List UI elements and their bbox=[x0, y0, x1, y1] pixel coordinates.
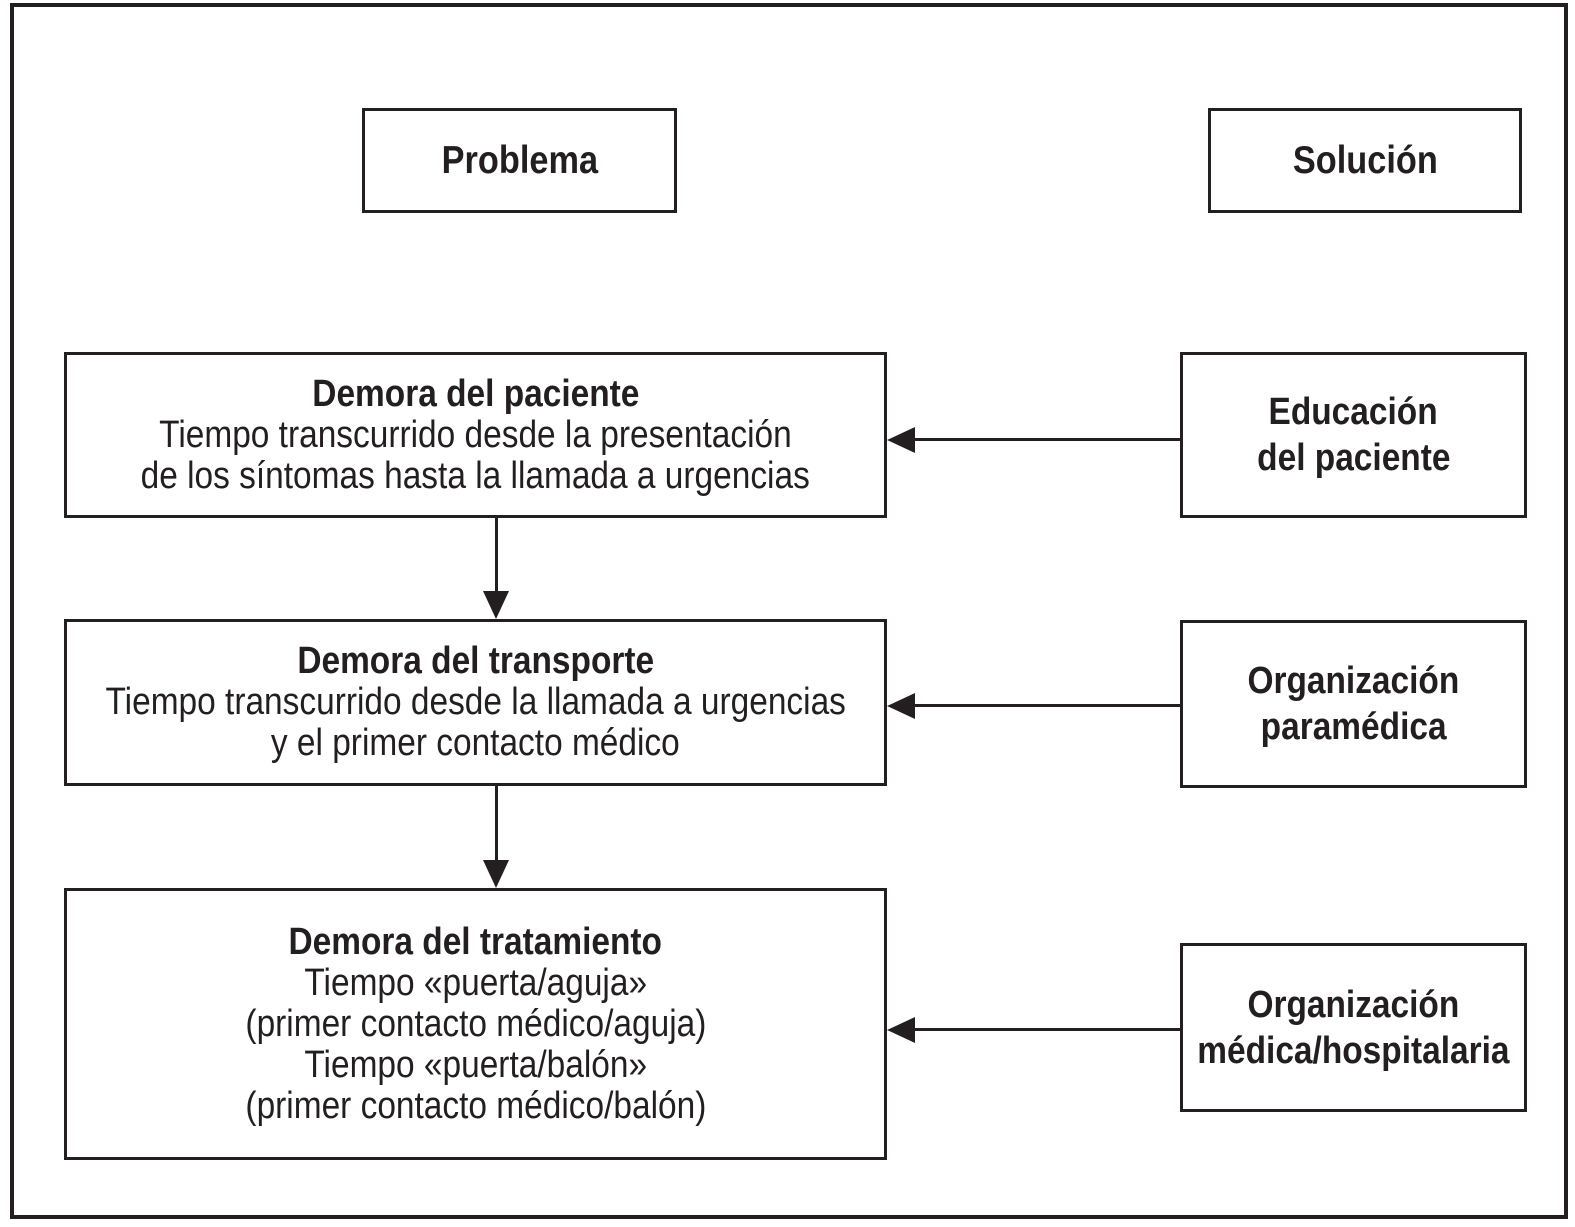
solution-box-paramedic-organization: Organización paramédica bbox=[1180, 620, 1527, 788]
problem-box-patient-delay: Demora del paciente Tiempo transcurrido … bbox=[64, 352, 887, 518]
problem-box-title: Demora del tratamiento bbox=[288, 920, 663, 963]
problem-box-title: Demora del paciente bbox=[311, 372, 640, 415]
arrowhead-left-icon bbox=[887, 1017, 915, 1043]
solution-box-line: paramédica bbox=[1260, 706, 1447, 748]
problem-header-box: Problema bbox=[362, 108, 677, 213]
arrow-line bbox=[905, 438, 1180, 441]
solution-box-line: Organización bbox=[1247, 660, 1460, 702]
arrow-line bbox=[495, 518, 498, 595]
solution-box-patient-education: Educación del paciente bbox=[1180, 352, 1527, 518]
solution-box-line: Organización bbox=[1247, 983, 1460, 1026]
problem-box-line: de los síntomas hasta la llamada a urgen… bbox=[140, 454, 811, 497]
arrowhead-down-icon bbox=[483, 591, 509, 619]
solution-box-line: Educación bbox=[1268, 391, 1439, 433]
solution-box-medical-hospital-organization: Organización médica/hospitalaria bbox=[1180, 943, 1527, 1112]
problem-box-line: y el primer contacto médico bbox=[271, 722, 680, 764]
problem-box-line: (primer contacto médico/aguja) bbox=[245, 1002, 706, 1045]
problem-header-label: Problema bbox=[441, 139, 598, 182]
solution-header-label: Solución bbox=[1292, 139, 1438, 182]
solution-box-line: del paciente bbox=[1256, 437, 1451, 479]
problem-box-line: Tiempo transcurrido desde la presentació… bbox=[159, 413, 792, 456]
outer-frame bbox=[10, 3, 1568, 1219]
solution-box-line: médica/hospitalaria bbox=[1197, 1029, 1510, 1072]
problem-box-line: Tiempo «puerta/aguja» bbox=[304, 961, 647, 1004]
problem-box-title: Demora del transporte bbox=[297, 640, 654, 682]
arrow-line bbox=[905, 1028, 1180, 1031]
problem-box-line: (primer contacto médico/balón) bbox=[245, 1084, 706, 1127]
problem-box-transport-delay: Demora del transporte Tiempo transcurrid… bbox=[64, 619, 887, 786]
arrowhead-left-icon bbox=[887, 693, 915, 719]
arrow-line bbox=[495, 786, 498, 864]
arrow-line bbox=[905, 704, 1180, 707]
solution-header-box: Solución bbox=[1208, 108, 1522, 213]
arrowhead-down-icon bbox=[483, 860, 509, 888]
problem-box-treatment-delay: Demora del tratamiento Tiempo «puerta/ag… bbox=[64, 888, 887, 1160]
problem-box-line: Tiempo «puerta/balón» bbox=[304, 1043, 647, 1086]
arrowhead-left-icon bbox=[887, 427, 915, 453]
problem-box-line: Tiempo transcurrido desde la llamada a u… bbox=[105, 681, 846, 723]
